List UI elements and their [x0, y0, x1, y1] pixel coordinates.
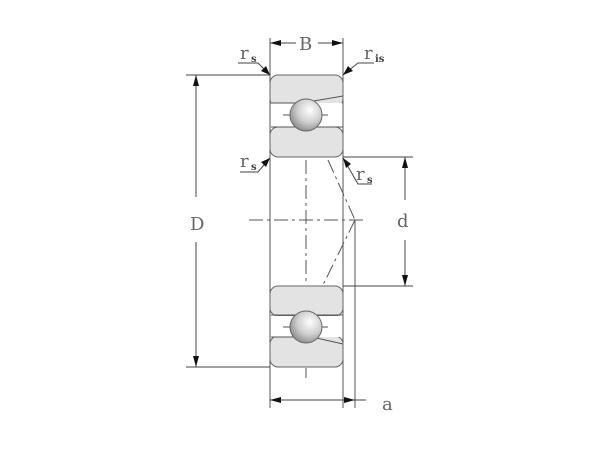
contact-line-lower: [321, 219, 356, 288]
label-rs-inner-left-sub: s: [251, 162, 257, 173]
label-B: B: [299, 34, 312, 55]
label-d: d: [397, 211, 409, 232]
label-rs-inner-left-base: r: [240, 151, 249, 172]
label-rs-inner-right-sub: s: [367, 175, 373, 186]
dimension-d: d: [343, 156, 413, 287]
label-D: D: [190, 214, 204, 235]
chamfer-inner-left: r s: [240, 151, 271, 173]
dimension-a: a: [270, 394, 393, 415]
dimension-B: B: [270, 34, 343, 55]
label-a: a: [382, 394, 393, 415]
bottom-ring-section: [269, 285, 344, 368]
top-ball: [289, 98, 323, 132]
top-ring-section: [269, 74, 344, 158]
label-rs-inner-right-base: r: [356, 164, 365, 185]
chamfer-outer-left: r s: [238, 43, 271, 76]
label-rs-top-sub: s: [251, 54, 257, 65]
bottom-ball: [289, 310, 323, 344]
label-ris-base: r: [364, 43, 373, 64]
label-ris-sub: is: [375, 54, 385, 65]
contact-line-upper: [327, 159, 356, 221]
top-inner-ring: [269, 126, 344, 158]
chamfer-inner-right: r s: [342, 157, 373, 186]
chamfer-outer-right: r is: [342, 43, 385, 76]
label-rs-top-base: r: [240, 43, 249, 64]
dimension-D: D: [186, 74, 270, 368]
